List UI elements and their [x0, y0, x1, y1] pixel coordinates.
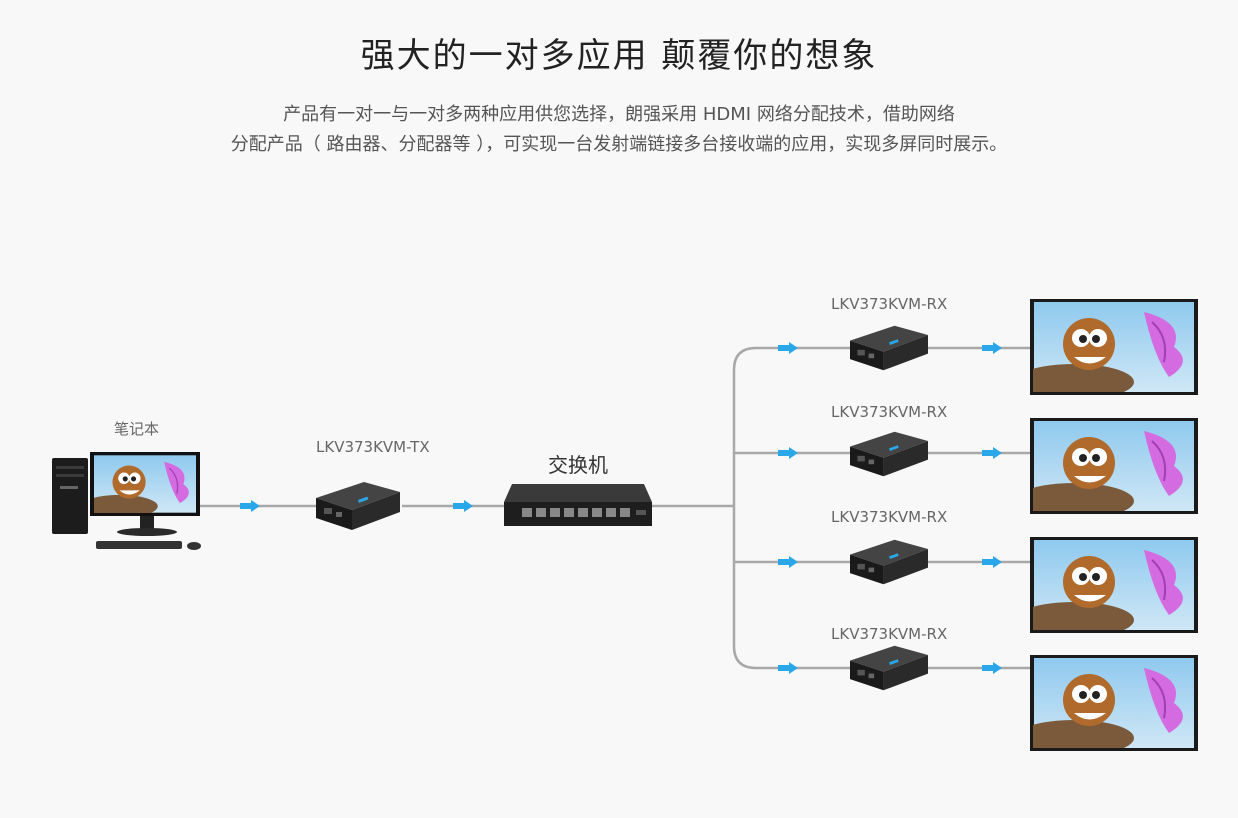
flow-arrow [982, 447, 1002, 459]
switch-label: 交换机 [548, 453, 608, 477]
network-switch [504, 484, 652, 526]
transmitter-device [316, 482, 400, 530]
flow-arrow [982, 662, 1002, 674]
flow-arrow [778, 342, 798, 354]
display-4 [1030, 655, 1198, 751]
source-label: 笔记本 [114, 420, 160, 438]
transmitter-label: LKV373KVM-TX [316, 438, 430, 456]
flow-arrow [778, 447, 798, 459]
description-line-1: 产品有一对一与一对多两种应用供您选择，朗强采用 HDMI 网络分配技术，借助网络 [283, 104, 955, 125]
display-2 [1030, 418, 1198, 514]
flow-arrow [778, 556, 798, 568]
receiver-label-3: LKV373KVM-RX [831, 508, 948, 526]
flow-arrow [982, 342, 1002, 354]
flow-arrow [453, 500, 473, 512]
description-line-2: 分配产品（ 路由器、分配器等 ），可实现一台发射端链接多台接收端的应用，实现多屏… [230, 134, 1008, 155]
flow-arrow [778, 662, 798, 674]
flow-arrow [240, 500, 260, 512]
receiver-device-3 [850, 539, 928, 585]
link-bus-to-rx1 [732, 346, 856, 371]
page-title: 强大的一对多应用 颠覆你的想象 [360, 36, 878, 76]
display-3 [1030, 537, 1198, 633]
receiver-label-4: LKV373KVM-RX [831, 625, 948, 643]
computer-icon [52, 452, 201, 550]
receiver-label-2: LKV373KVM-RX [831, 403, 948, 421]
receiver-device-2 [850, 431, 928, 477]
link-bus-to-rx4 [732, 645, 856, 670]
receiver-device-1 [850, 325, 928, 371]
flow-arrow [982, 556, 1002, 568]
receiver-label-1: LKV373KVM-RX [831, 295, 948, 313]
receiver-device-4 [850, 645, 928, 691]
display-1 [1030, 299, 1198, 395]
